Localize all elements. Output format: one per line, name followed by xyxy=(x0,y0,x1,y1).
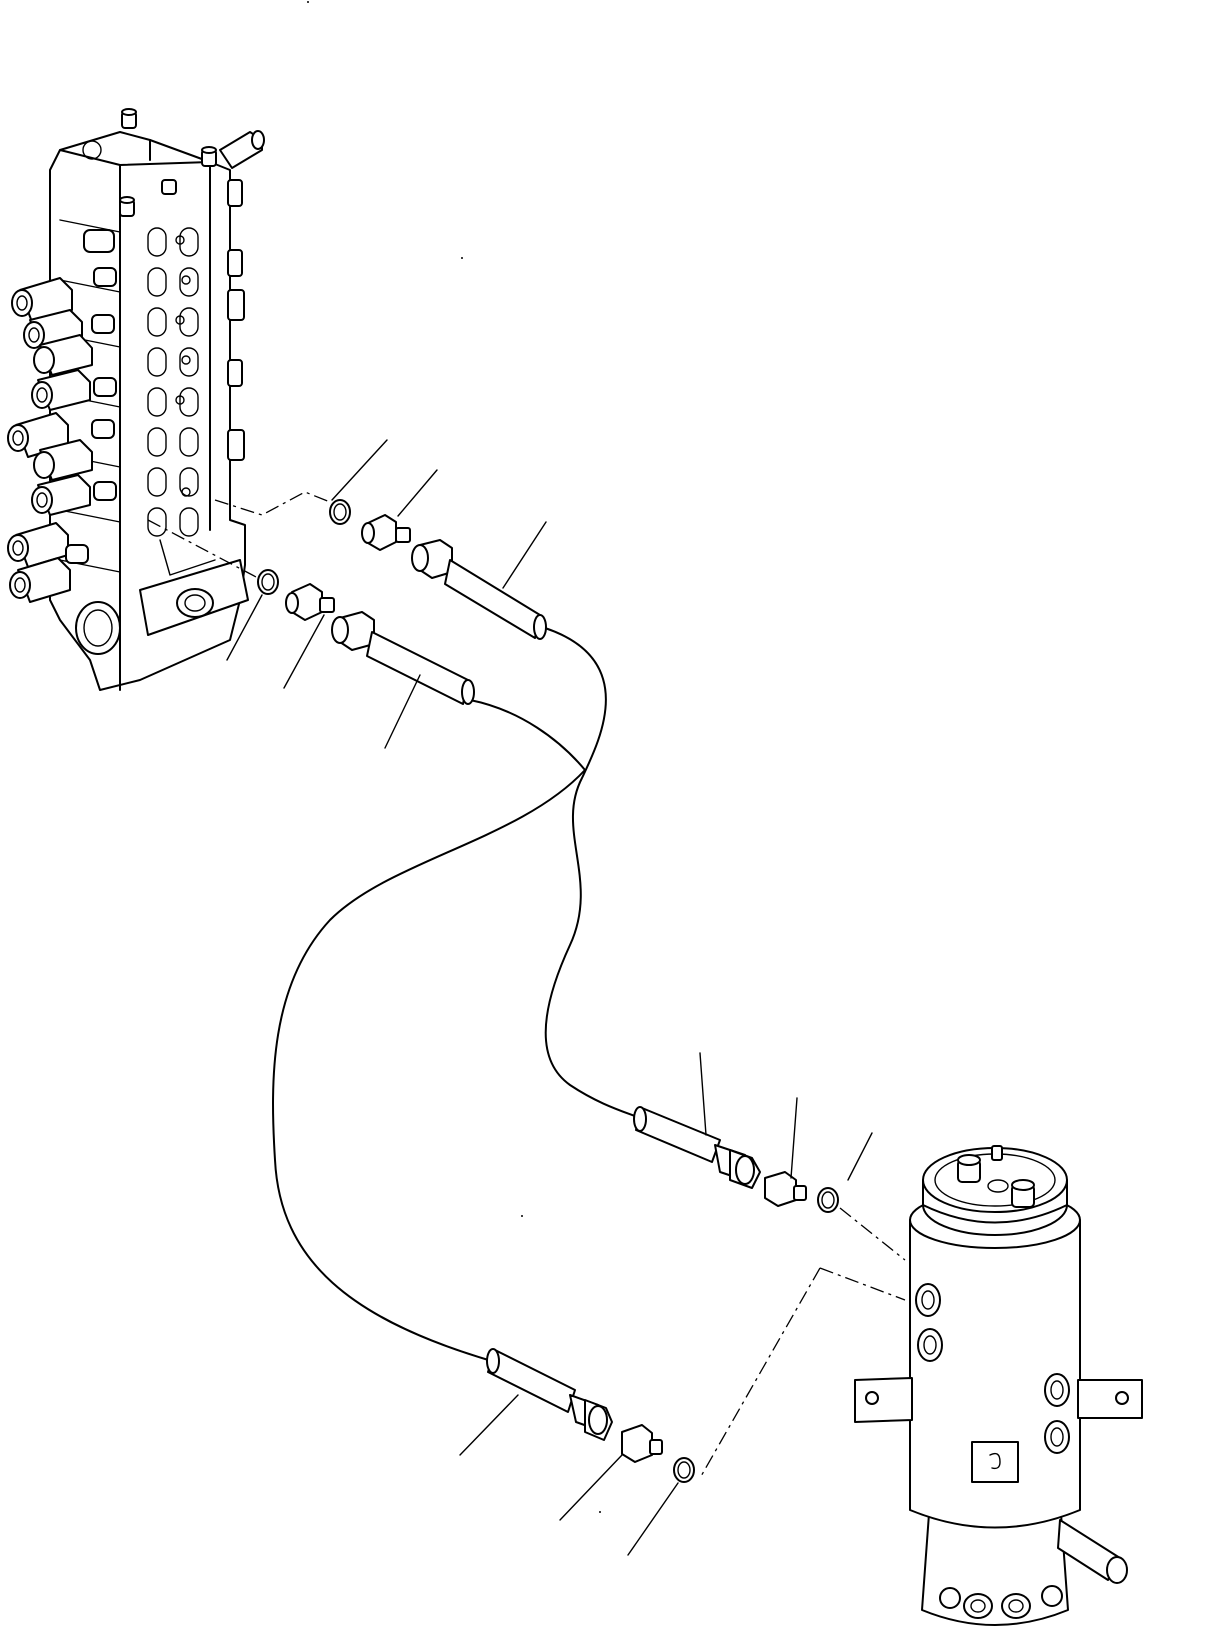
valve-spools xyxy=(7,229,117,603)
control-valve xyxy=(7,108,265,691)
upper-hose-end-left xyxy=(329,499,547,640)
leader-lines xyxy=(226,439,873,1556)
lower-hose-end-right xyxy=(486,1348,695,1483)
swivel-joint xyxy=(854,1145,1143,1626)
lower-hose-end-left xyxy=(257,569,475,705)
center-lines xyxy=(147,491,906,1479)
lower-hose xyxy=(272,699,587,1363)
upper-hose xyxy=(544,627,641,1119)
valve-ports xyxy=(147,227,199,537)
upper-hose-end-right xyxy=(633,1106,839,1213)
